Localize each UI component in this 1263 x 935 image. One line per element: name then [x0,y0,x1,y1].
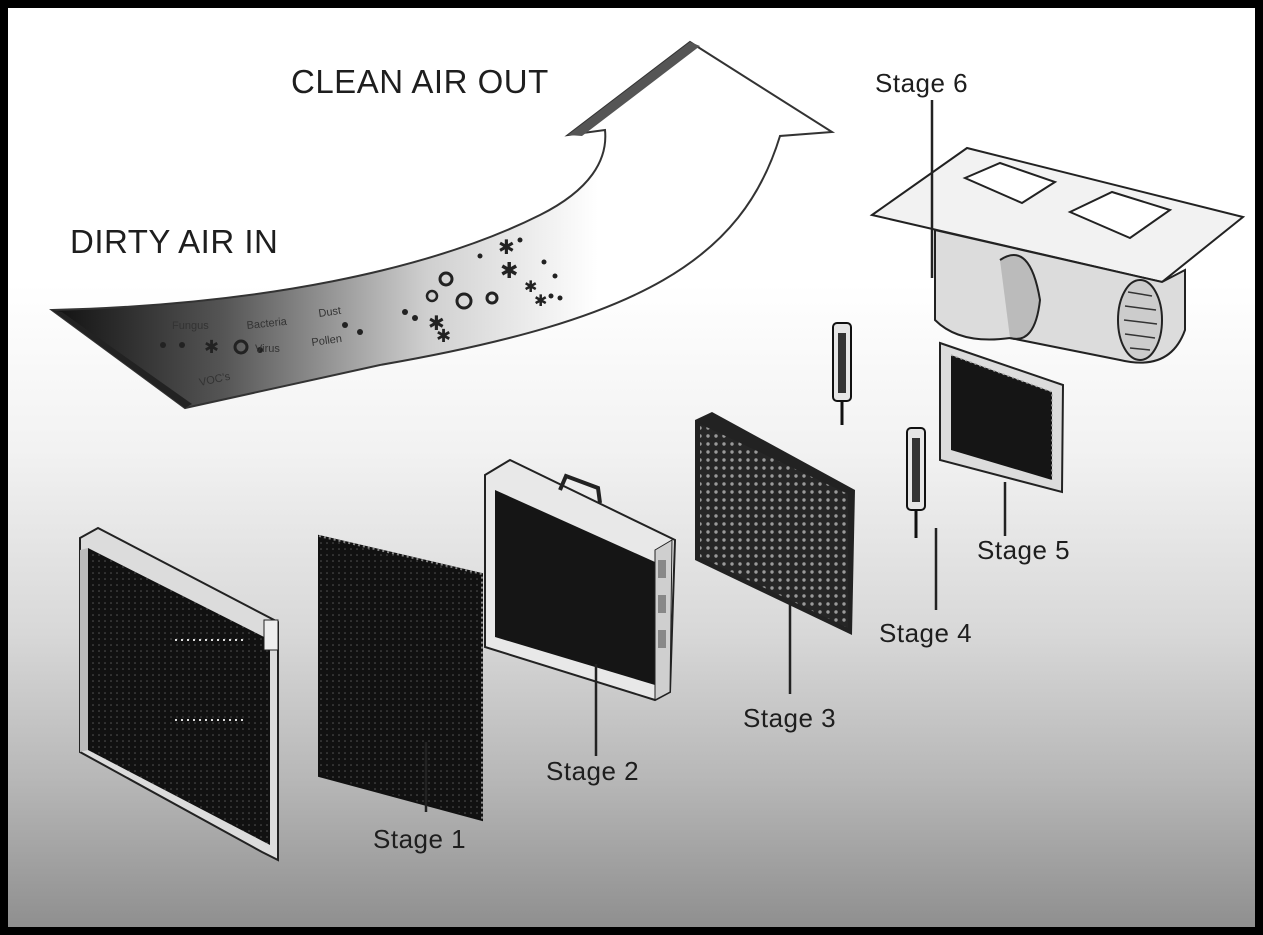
stage-6-label: Stage 6 [875,68,968,98]
dirty-air-in-label: DIRTY AIR IN [70,223,278,260]
pollutant-label-dust: Dust [318,305,342,320]
leader-lines [424,100,1007,812]
stage-4-uv-lamp-upper [832,322,852,425]
stage-2-label: Stage 2 [546,756,639,786]
stage-3-filter [695,412,855,635]
airflow-arrow [49,40,836,410]
air-purifier-exploded-diagram: ✱ ✱ ✱ ✱ ✱ ✱ ✱ Fungus Bacteria Dust Virus… [49,40,1246,862]
front-grille-panel [79,526,279,862]
stage-5-filter [939,341,1065,494]
stage-4-uv-lamp-lower [906,427,926,538]
pollutant-label-virus: Virus [255,343,280,355]
svg-text:✱: ✱ [436,326,451,346]
diagram-frame: ✱ ✱ ✱ ✱ ✱ ✱ ✱ Fungus Bacteria Dust Virus… [8,8,1255,927]
pollutant-label-pollen: Pollen [311,333,343,349]
svg-text:✱: ✱ [500,258,518,283]
clean-air-out-label: CLEAN AIR OUT [291,63,549,100]
stage-3-label: Stage 3 [743,703,836,733]
svg-text:✱: ✱ [524,279,537,296]
stage-1-filter [318,534,483,822]
stage-6-blower-assembly [869,146,1246,364]
particle-star: ✱ [204,337,219,357]
pollutant-particles: ✱ ✱ ✱ ✱ ✱ ✱ ✱ [160,237,563,357]
svg-text:✱: ✱ [428,313,445,335]
stage-1-label: Stage 1 [373,824,466,854]
stage-2-filter [484,458,677,702]
pollutant-label-bacteria: Bacteria [246,316,288,332]
pollutant-label-fungus: Fungus [172,320,209,332]
stage-4-label: Stage 4 [879,618,972,648]
svg-text:✱: ✱ [534,293,547,310]
stage-5-label: Stage 5 [977,535,1070,565]
svg-text:✱: ✱ [498,237,515,259]
